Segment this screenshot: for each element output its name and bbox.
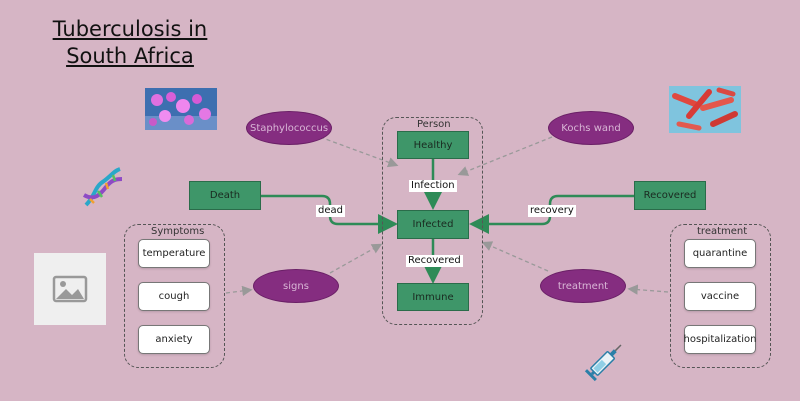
- healthy-node[interactable]: Healthy: [397, 131, 469, 159]
- recovery-edge-label: recovery: [528, 205, 576, 217]
- title-line-2: South Africa: [66, 44, 194, 68]
- treatment-quarantine[interactable]: quarantine: [684, 239, 756, 268]
- symptoms-group[interactable]: [124, 224, 225, 368]
- diagram-title: Tuberculosis in South Africa: [40, 16, 220, 70]
- bacteria-image-icon[interactable]: [145, 88, 217, 130]
- signs-node[interactable]: signs: [253, 269, 339, 303]
- dna-icon[interactable]: [80, 165, 126, 211]
- symptom-temperature[interactable]: temperature: [138, 239, 210, 268]
- person-group[interactable]: [382, 117, 483, 325]
- immune-node[interactable]: Immune: [397, 283, 469, 311]
- treatment-group-label: treatment: [695, 226, 750, 237]
- bacillus-image-icon[interactable]: [669, 86, 741, 133]
- treatment-group[interactable]: [670, 224, 771, 368]
- title-line-1: Tuberculosis in: [52, 17, 208, 41]
- person-group-label: Person: [415, 119, 453, 130]
- recovered-edge-label: Recovered: [406, 255, 463, 267]
- edge-signs-person: [329, 243, 383, 274]
- kochs-wand-node[interactable]: Kochs wand: [548, 111, 634, 145]
- infected-node[interactable]: Infected: [397, 210, 469, 239]
- symptom-anxiety[interactable]: anxiety: [138, 325, 210, 354]
- death-node[interactable]: Death: [189, 181, 261, 210]
- image-placeholder-icon[interactable]: [34, 253, 106, 325]
- treatment-node[interactable]: treatment: [540, 269, 626, 303]
- edge-treatments-treatment: [627, 284, 669, 295]
- infection-edge-label: Infection: [409, 180, 457, 192]
- treatment-vaccine[interactable]: vaccine: [684, 282, 756, 311]
- edge-symptoms-signs: [225, 285, 253, 297]
- symptom-cough[interactable]: cough: [138, 282, 210, 311]
- syringe-icon[interactable]: [580, 340, 628, 384]
- dead-edge-label: dead: [316, 205, 345, 217]
- edge-kochs-healthy: [457, 136, 553, 176]
- treatment-hospitalization[interactable]: hospitalization: [684, 325, 756, 354]
- edge-treatment-person: [481, 241, 549, 272]
- recovered-node[interactable]: Recovered: [634, 181, 706, 210]
- staphylococcus-node[interactable]: Staphylococcus: [246, 111, 332, 145]
- symptoms-group-label: Symptoms: [149, 226, 207, 237]
